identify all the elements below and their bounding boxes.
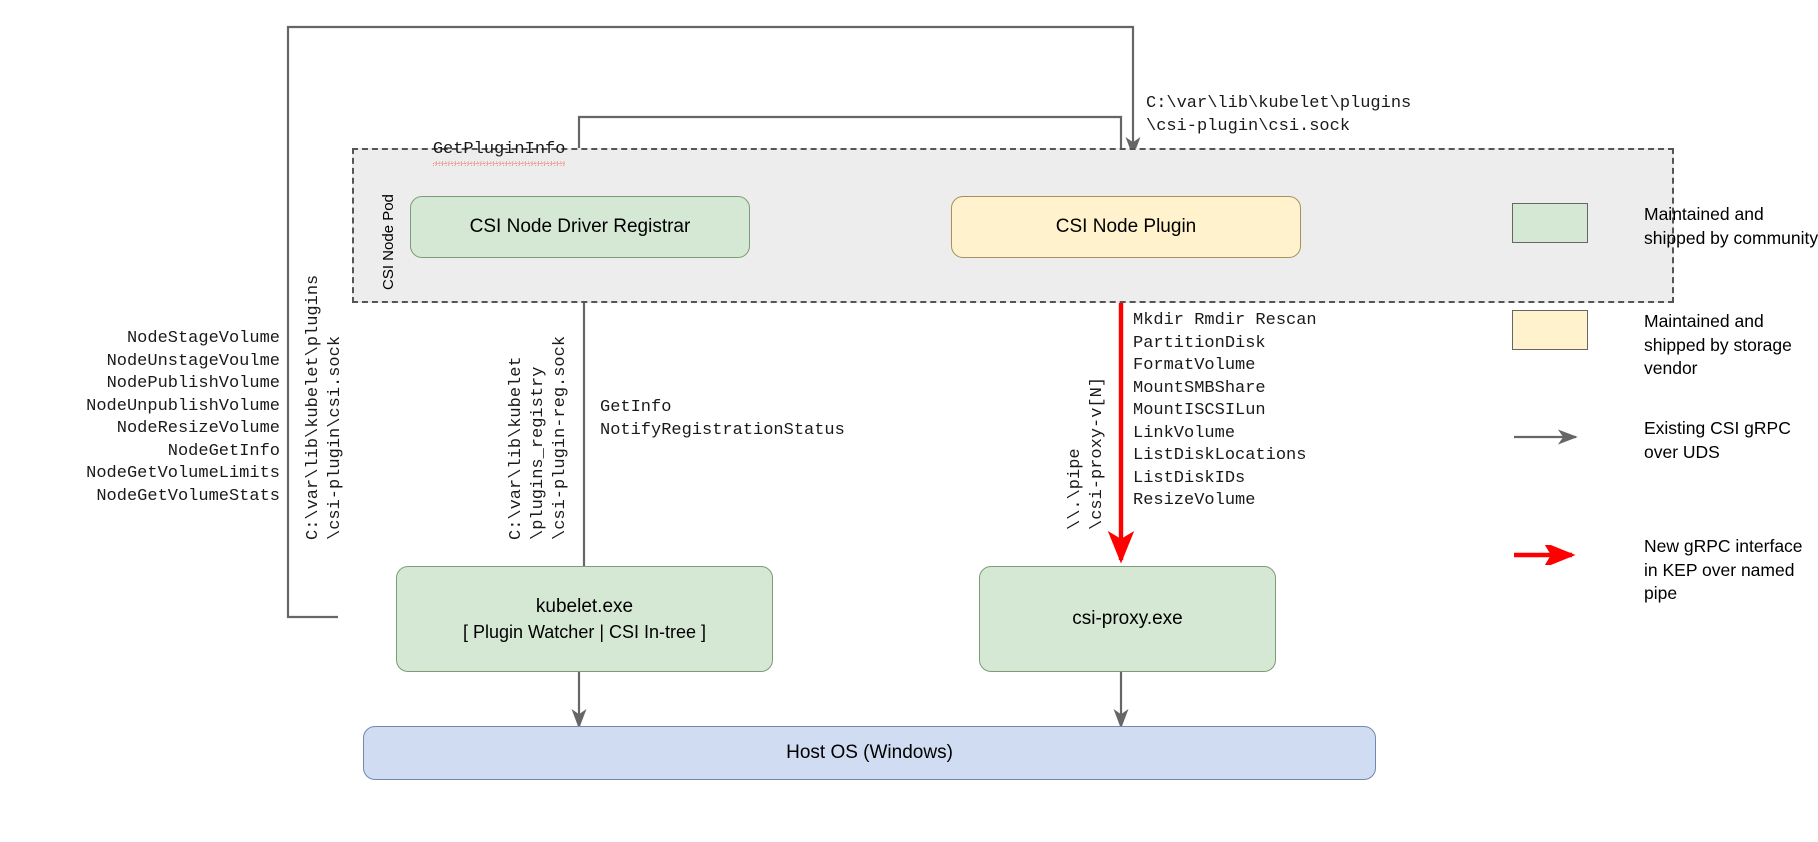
rpc-item: MountSMBShare (1133, 378, 1266, 398)
rpc-item: NodeGetVolumeStats (96, 486, 280, 506)
get-plugin-info-label: GetPluginInfo (432, 139, 565, 166)
box-host-os[interactable]: Host OS (Windows) (363, 726, 1376, 780)
rpc-item: ListDiskIDs (1133, 468, 1246, 488)
rpc-item: NodeUnpublishVolume (86, 396, 280, 416)
box-title: kubelet.exe (535, 596, 634, 618)
annotation-node-rpc-list: NodeStageVolume NodeUnstageVoulme NodePu… (0, 328, 280, 508)
box-title: CSI Node Driver Registrar (469, 216, 691, 238)
rpc-item: NotifyRegistrationStatus (600, 420, 845, 440)
rpc-item: ListDiskLocations (1133, 446, 1307, 465)
annotation-get-plugin-info: GetPluginInfo (392, 116, 565, 184)
rpc-item: GetInfo (600, 398, 672, 417)
rpc-item: NodePublishVolume (106, 374, 280, 393)
red-arrow-icon (1514, 545, 1576, 565)
rpc-item: Mkdir Rmdir Rescan (1133, 311, 1317, 330)
rpc-item: ResizeVolume (1133, 491, 1256, 510)
legend-label: Maintained and shipped by community (1644, 204, 1818, 248)
legend-item-new-grpc-kep: New gRPC interface in KEP over named pip… (1512, 535, 1818, 606)
rpc-item: NodeStageVolume (126, 329, 280, 348)
box-csi-proxy-exe[interactable]: csi-proxy.exe (979, 566, 1276, 672)
rpc-item: NodeUnstageVoulme (106, 351, 280, 371)
gray-arrow-icon (1514, 429, 1578, 445)
rpc-item: FormatVolume (1133, 356, 1256, 375)
annotation-csi-sock-path-rotated-line1: C:\var\lib\kubelet\plugins (304, 274, 323, 540)
legend-item-existing-csi-grpc: Existing CSI gRPC over UDS (1512, 417, 1818, 464)
annotation-named-pipe-rotated-line2: \csi-proxy-v[N] (1088, 376, 1107, 530)
legend-label: New gRPC interface in KEP over named pip… (1644, 536, 1803, 603)
annotation-plugin-socket-path: C:\var\lib\kubelet\plugins \csi-plugin\c… (1146, 93, 1411, 138)
box-title: Host OS (Windows) (786, 742, 953, 764)
annotation-registry-sock-rotated-line2: \plugins_registry (529, 366, 548, 540)
legend-arrow-gray (1512, 417, 1588, 457)
path-line-2: \csi-plugin\csi.sock (1146, 116, 1351, 136)
csi-node-pod-label: CSI Node Pod (380, 194, 397, 290)
rpc-item: MountISCSILun (1133, 401, 1266, 420)
legend-swatch-green (1512, 203, 1588, 243)
legend-label: Existing CSI gRPC over UDS (1644, 418, 1791, 462)
rpc-item: NodeGetVolumeLimits (86, 464, 280, 483)
annotation-registry-sock-rotated-line1: C:\var\lib\kubelet (507, 356, 526, 540)
legend-arrow-red (1512, 535, 1588, 575)
box-subtitle: [ Plugin Watcher | CSI In-tree ] (462, 621, 707, 642)
path-line-1: C:\var\lib\kubelet\plugins (1146, 94, 1412, 113)
annotation-csi-sock-path-rotated-line2: \csi-plugin\csi.sock (326, 335, 345, 540)
box-kubelet-exe[interactable]: kubelet.exe [ Plugin Watcher | CSI In-tr… (396, 566, 773, 672)
annotation-registry-sock-rotated-line3: \csi-plugin-reg.sock (551, 335, 570, 540)
legend-label: Maintained and shipped by storage vendor (1644, 311, 1792, 378)
legend-item-community: Maintained and shipped by community (1512, 203, 1818, 250)
box-csi-node-plugin[interactable]: CSI Node Plugin (951, 196, 1301, 258)
annotation-named-pipe-rotated-line1: \\.\pipe (1066, 448, 1085, 530)
box-title: CSI Node Plugin (1055, 216, 1197, 238)
annotation-registration-rpcs: GetInfo NotifyRegistrationStatus (600, 397, 845, 442)
legend-item-storage-vendor: Maintained and shipped by storage vendor (1512, 310, 1818, 381)
box-title: csi-proxy.exe (1072, 608, 1183, 630)
annotation-csi-proxy-rpc-list: Mkdir Rmdir Rescan PartitionDisk FormatV… (1133, 310, 1317, 513)
rpc-item: LinkVolume (1133, 423, 1236, 443)
rpc-item: NodeResizeVolume (116, 419, 280, 438)
rpc-item: PartitionDisk (1133, 333, 1266, 353)
box-csi-node-driver-registrar[interactable]: CSI Node Driver Registrar (410, 196, 750, 258)
legend-swatch-yellow (1512, 310, 1588, 350)
rpc-item: NodeGetInfo (167, 441, 280, 461)
